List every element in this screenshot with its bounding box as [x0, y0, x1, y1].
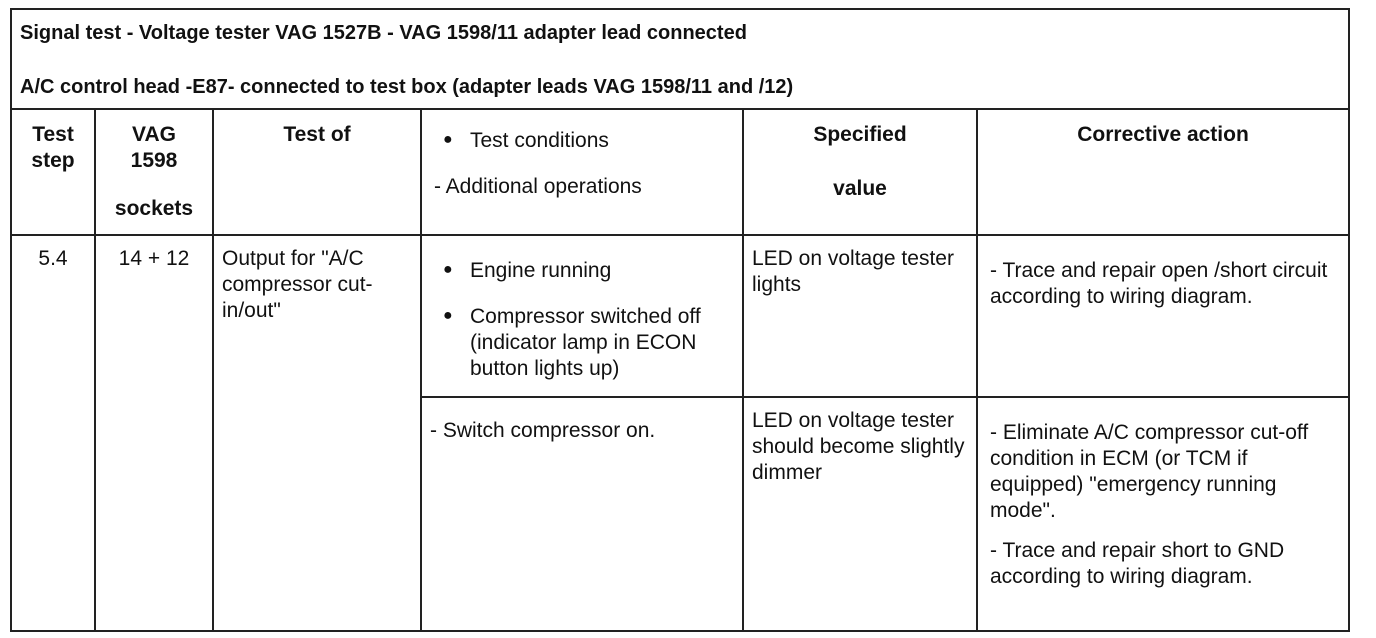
caption-line-2: A/C control head -E87- connected to test…	[20, 76, 794, 98]
header-test-of: Test of	[212, 108, 422, 236]
cell-corrective-action: - Eliminate A/C compressor cut-off condi…	[975, 396, 1351, 632]
cell-additional-operation: - Switch compressor on.	[420, 396, 744, 632]
corrective-text: - Trace and repair short to GND accordin…	[990, 539, 1285, 588]
header-specified-line-2: value	[833, 177, 887, 200]
header-specified-value: Specified value	[742, 108, 978, 236]
table-caption: Signal test - Voltage tester VAG 1527B -…	[9, 8, 1351, 110]
signal-test-table: Signal test - Voltage tester VAG 1527B -…	[9, 8, 1351, 632]
header-vag-line-2: 1598	[130, 149, 178, 172]
header-conditions-label: Test conditions	[470, 129, 609, 152]
header-row: Test step VAG 1598 sockets Test of ● Tes…	[10, 108, 1351, 236]
corrective-text: - Trace and repair open /short circuit a…	[990, 259, 1328, 308]
cell-vag-sockets: 14 + 12	[94, 234, 214, 632]
condition-text: Compressor switched off (indicator lamp …	[470, 305, 701, 380]
condition-text: Engine running	[470, 259, 612, 282]
bullet-icon: ●	[443, 261, 453, 278]
cell-specified-value: LED on voltage tester lights	[742, 234, 978, 398]
header-corrective-action: Corrective action	[975, 108, 1351, 236]
corrective-text: - Eliminate A/C compressor cut-off condi…	[990, 421, 1309, 522]
header-condition-bullet: ● Test conditions	[434, 128, 732, 154]
header-vag-line-1: VAG	[132, 123, 176, 146]
condition-item: ● Compressor switched off (indicator lam…	[434, 304, 732, 382]
header-conditions: ● Test conditions - Additional operation…	[420, 108, 744, 236]
cell-test-of: Output for "A/C compressor cut-in/out"	[212, 234, 422, 632]
cell-specified-value: LED on voltage tester should become slig…	[742, 396, 978, 632]
caption-row: Signal test - Voltage tester VAG 1527B -…	[9, 8, 1351, 110]
cell-test-conditions: ● Engine running ● Compressor switched o…	[420, 234, 744, 398]
header-vag-line-3: sockets	[114, 197, 194, 220]
table-row: - Switch compressor on. LED on voltage t…	[11, 396, 1351, 632]
cell-corrective-action: - Trace and repair open /short circuit a…	[975, 234, 1351, 398]
table-row: 5.4 14 + 12 Output for "A/C compressor c…	[10, 234, 1351, 632]
bullet-icon: ●	[443, 307, 453, 324]
header-test-step-line-2: step	[31, 149, 75, 172]
header-vag-sockets: VAG 1598 sockets	[94, 108, 214, 236]
header-test-step: Test step	[10, 108, 96, 236]
condition-item: ● Engine running	[434, 258, 732, 284]
cell-test-step: 5.4	[10, 234, 96, 632]
bullet-icon: ●	[443, 131, 453, 148]
header-test-step-line-1: Test	[32, 123, 74, 146]
header-operations-label: - Additional operations	[434, 175, 642, 198]
caption-line-1: Signal test - Voltage tester VAG 1527B -…	[20, 22, 747, 44]
header-specified-line-1: Specified	[813, 123, 907, 146]
